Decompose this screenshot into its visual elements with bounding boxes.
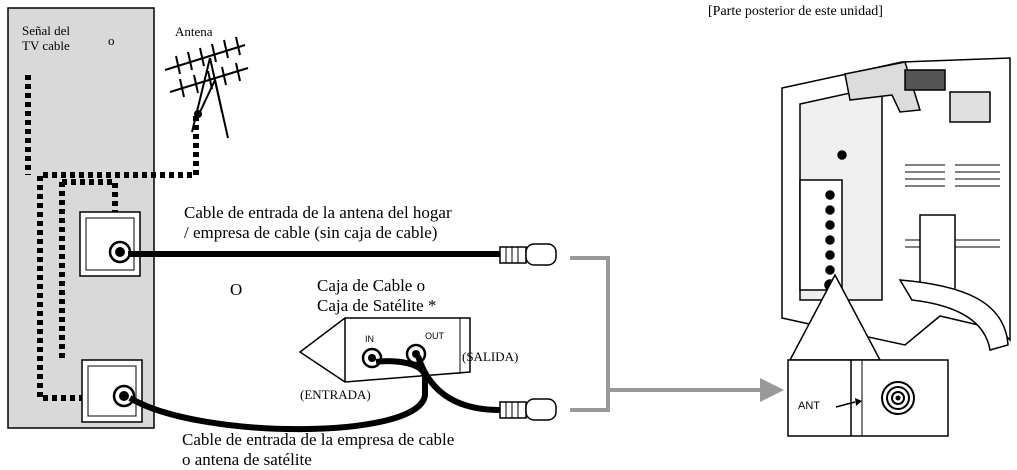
or-big-label: O: [230, 280, 243, 299]
signal-label: Señal del TV cable: [22, 23, 71, 53]
out-label: (SALIDA): [462, 349, 519, 364]
lower-wall-jack: [81, 359, 143, 423]
ant-label: ANT: [798, 400, 820, 412]
box-out-port-label: OUT: [425, 331, 444, 341]
antenna-label: Antena: [175, 24, 213, 39]
cable-box: [298, 317, 471, 383]
output-cable: [415, 355, 501, 413]
ant-panel: [787, 359, 949, 437]
bottom-cable-label: Cable de entrada de la empresa de cable …: [182, 430, 455, 469]
arrow-head-icon: [760, 378, 784, 402]
antenna-icon: [164, 36, 249, 139]
tv-rear-icon: [781, 57, 1011, 351]
box-in-port-label: IN: [365, 334, 374, 344]
connector-bracket: [570, 256, 760, 412]
direct-cable-label: Cable de entrada de la antena del hogar …: [184, 203, 452, 242]
antenna-downlead: [37, 116, 199, 401]
wall-feed-line: [62, 179, 118, 212]
box-label: Caja de Cable o Caja de Satélite *: [317, 276, 437, 315]
or-small-label: o: [108, 33, 115, 48]
input-cable: [128, 358, 428, 433]
in-label: (ENTRADA): [300, 387, 371, 402]
rear-caption: [Parte posterior de este unidad]: [708, 4, 883, 19]
upper-wall-jack: [79, 211, 141, 277]
lower-plug: [499, 398, 557, 421]
upper-plug: [499, 243, 557, 266]
